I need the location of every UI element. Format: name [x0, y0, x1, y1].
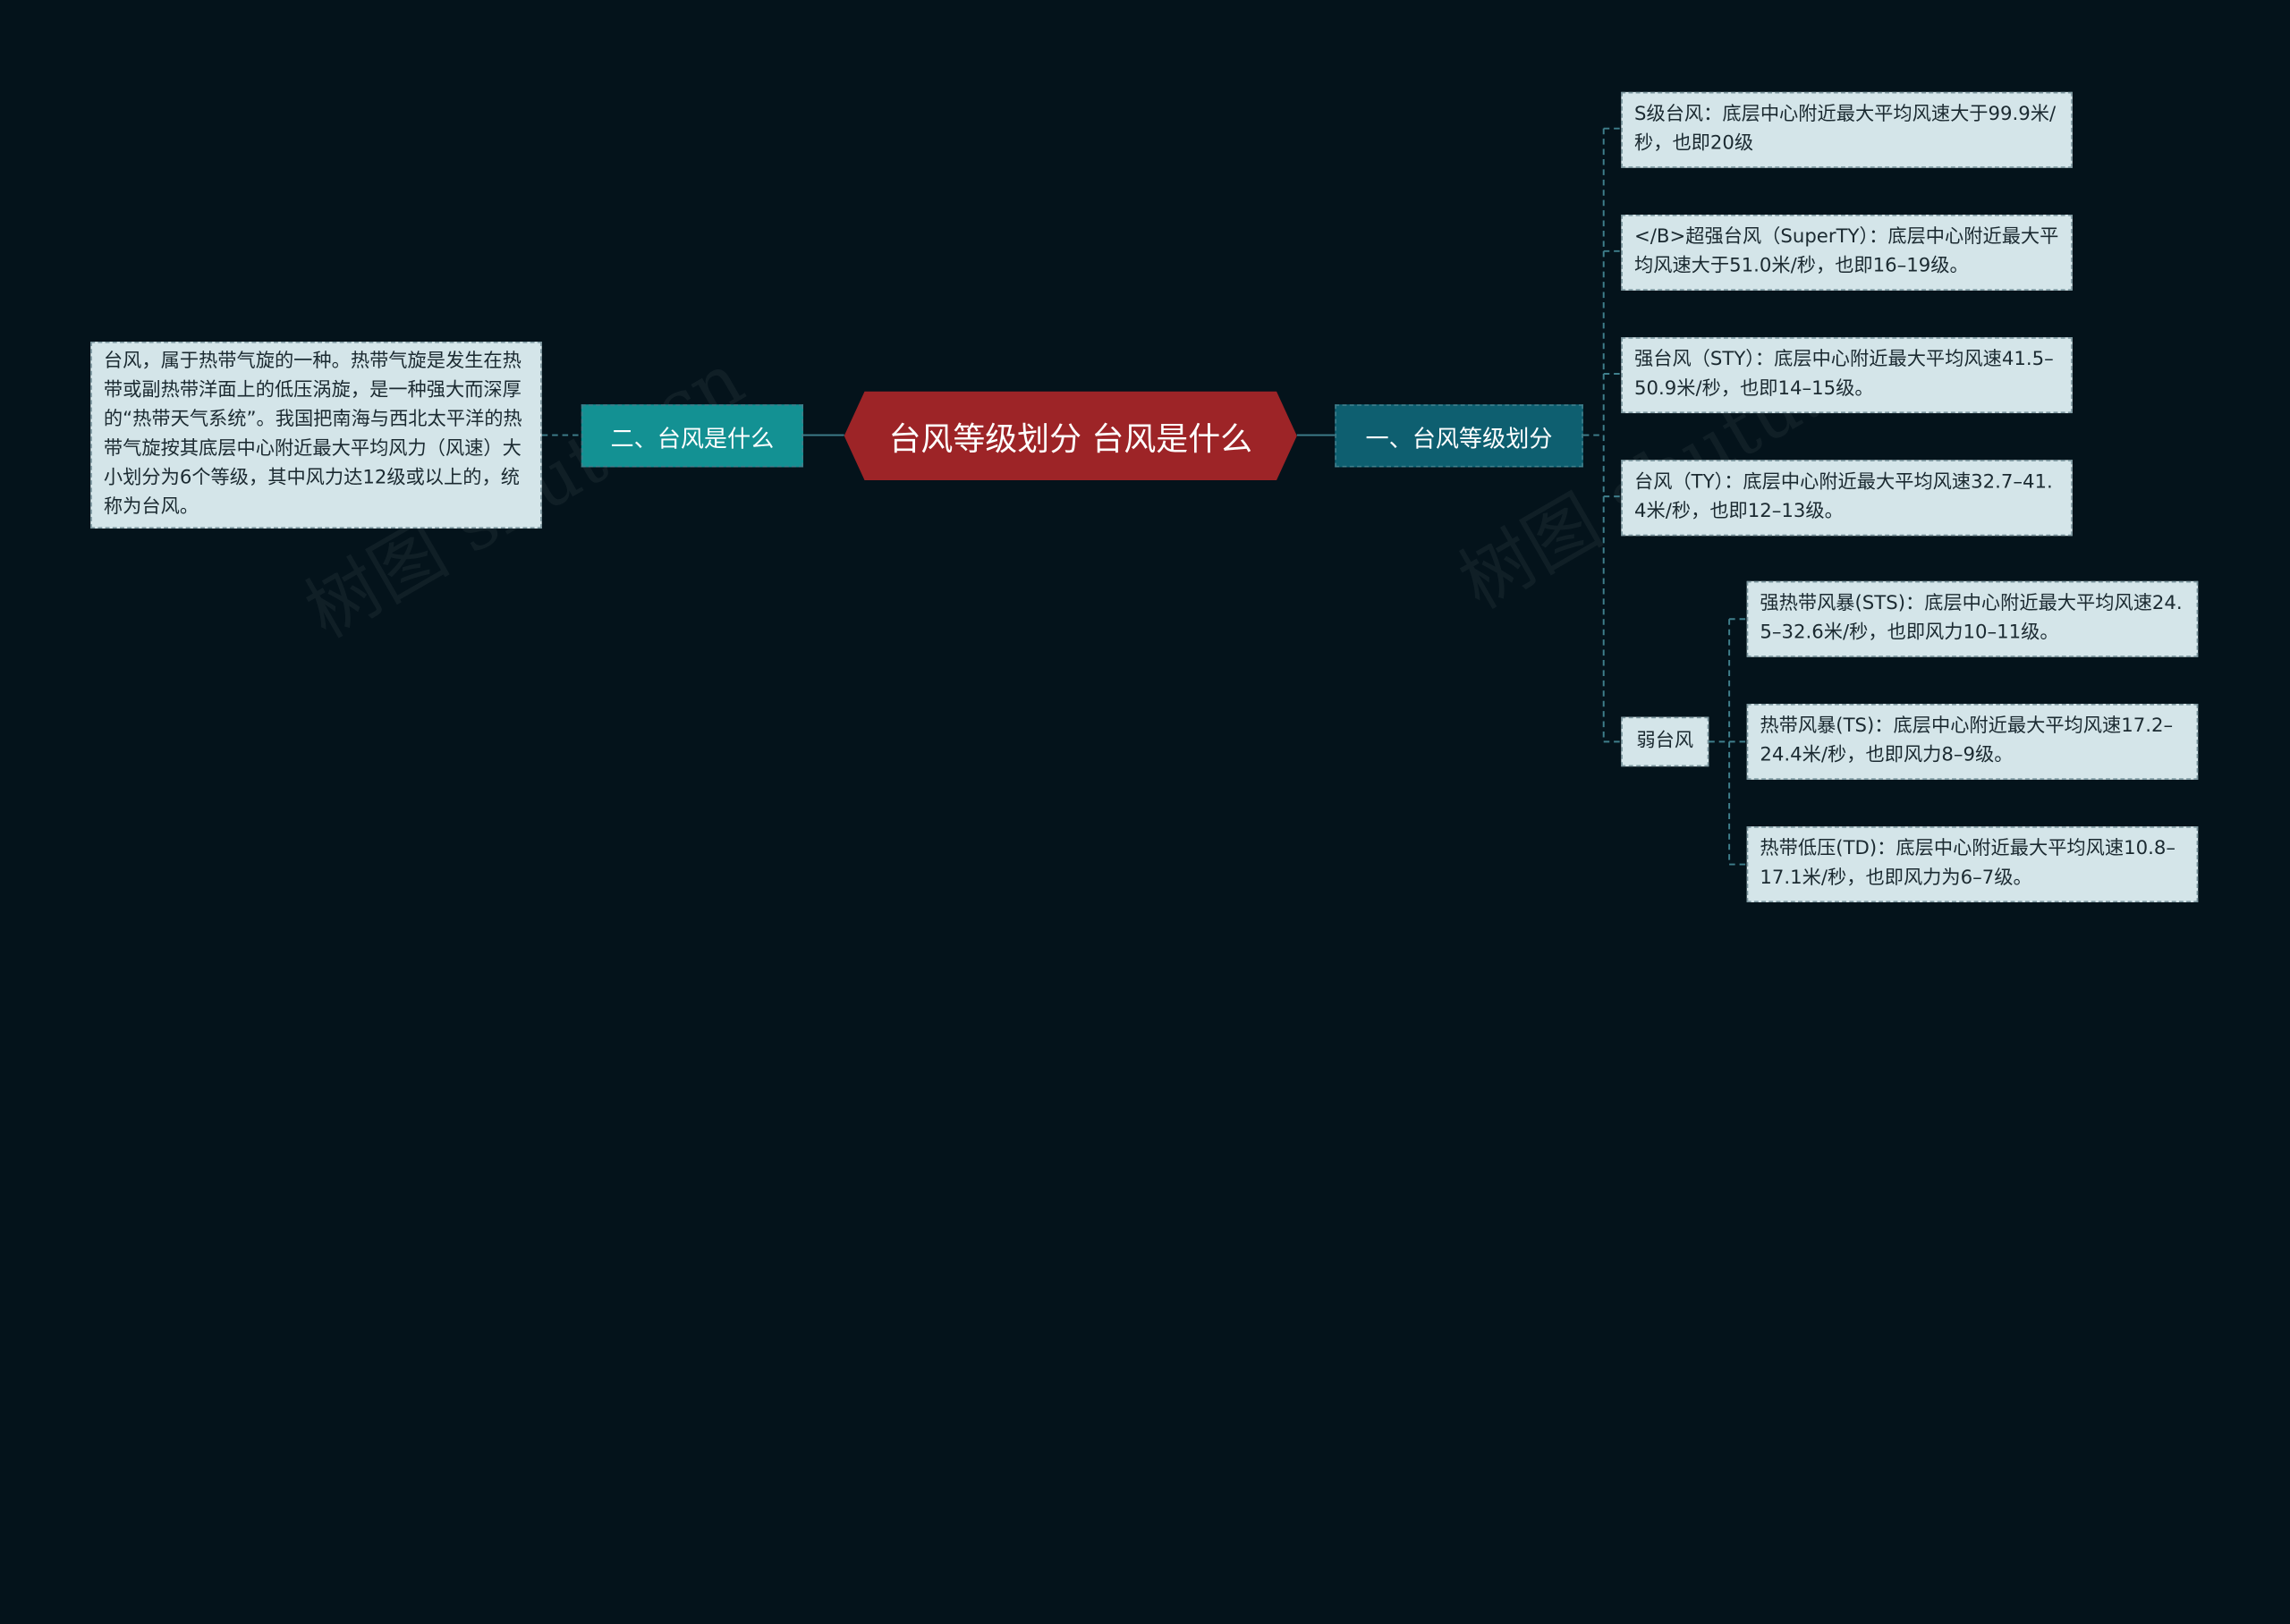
leaf-text: 台风（TY）：底层中心附近最大平均风速32.7–41.4米/秒，也即12–13级… — [1633, 471, 2053, 523]
root-title: 台风等级划分 台风是什么 — [888, 421, 1253, 458]
weak-typhoon-label: 弱台风 — [1636, 730, 1694, 752]
branch-typhoon-levels[interactable]: 一、台风等级划分 — [1335, 404, 1583, 468]
leaf-super-typhoon[interactable]: </B>超强台风（SuperTY）：底层中心附近最大平均风速大于51.0米/秒，… — [1621, 215, 2073, 291]
leaf-text: 强热带风暴(STS)：底层中心附近最大平均风速24.5–32.6米/秒，也即风力… — [1760, 592, 2183, 645]
root-topic[interactable]: 台风等级划分 台风是什么 — [844, 392, 1297, 481]
leaf-tropical-storm[interactable]: 热带风暴(TS)：底层中心附近最大平均风速17.2–24.4米/秒，也即风力8–… — [1746, 703, 2199, 780]
leaf-text: 热带低压(TD)：底层中心附近最大平均风速10.8–17.1米/秒，也即风力为6… — [1760, 838, 2176, 890]
branch-typhoon-levels-label: 一、台风等级划分 — [1365, 424, 1553, 453]
leaf-text: </B>超强台风（SuperTY）：底层中心附近最大平均风速大于51.0米/秒，… — [1633, 226, 2059, 278]
leaf-severe-tropical-storm[interactable]: 强热带风暴(STS)：底层中心附近最大平均风速24.5–32.6米/秒，也即风力… — [1746, 580, 2199, 657]
leaf-s-level-typhoon[interactable]: S级台风：底层中心附近最大平均风速大于99.9米/秒，也即20级 — [1621, 91, 2073, 168]
branch-what-is-typhoon[interactable]: 二、台风是什么 — [581, 404, 803, 468]
leaf-tropical-depression[interactable]: 热带低压(TD)：底层中心附近最大平均风速10.8–17.1米/秒，也即风力为6… — [1746, 826, 2199, 903]
weak-typhoon-node[interactable]: 弱台风 — [1621, 716, 1709, 767]
leaf-text: 热带风暴(TS)：底层中心附近最大平均风速17.2–24.4米/秒，也即风力8–… — [1760, 715, 2174, 767]
leaf-strong-typhoon[interactable]: 强台风（STY）：底层中心附近最大平均风速41.5–50.9米/秒，也即14–1… — [1621, 337, 2073, 414]
leaf-text: 台风，属于热带气旋的一种。热带气旋是发生在热带或副热带洋面上的低压涡旋，是一种强… — [103, 350, 522, 519]
leaf-text: S级台风：底层中心附近最大平均风速大于99.9米/秒，也即20级 — [1633, 103, 2057, 156]
leaf-typhoon-definition[interactable]: 台风，属于热带气旋的一种。热带气旋是发生在热带或副热带洋面上的低压涡旋，是一种强… — [90, 342, 542, 529]
leaf-text: 强台风（STY）：底层中心附近最大平均风速41.5–50.9米/秒，也即14–1… — [1633, 349, 2054, 401]
branch-what-is-typhoon-label: 二、台风是什么 — [610, 424, 775, 453]
leaf-typhoon[interactable]: 台风（TY）：底层中心附近最大平均风速32.7–41.4米/秒，也即12–13级… — [1621, 460, 2073, 537]
